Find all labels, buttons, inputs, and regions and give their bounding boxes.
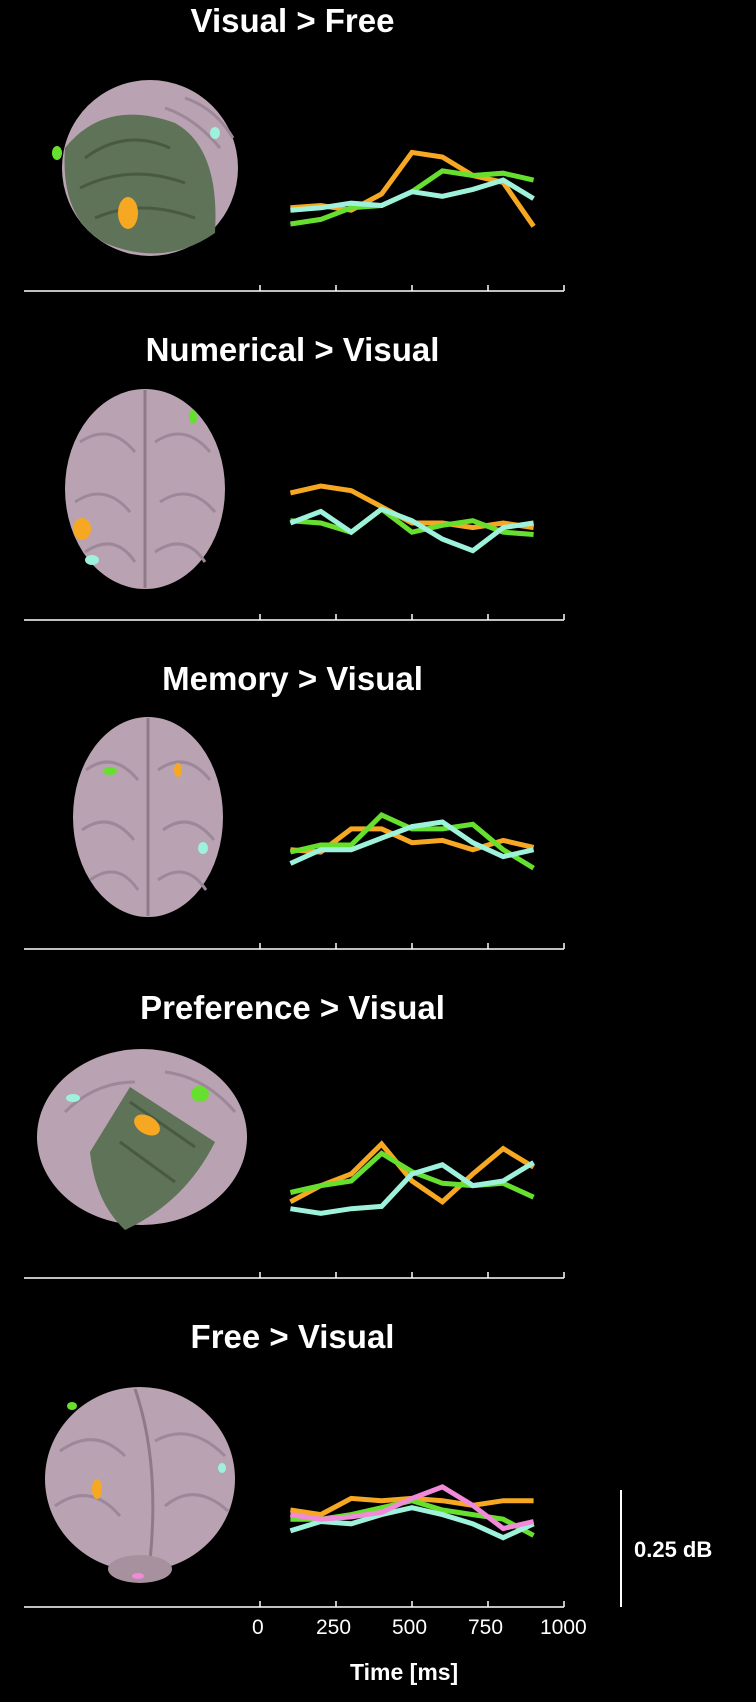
panel-numerical-visual: Numerical > Visual [0, 329, 756, 658]
brain-render [65, 389, 225, 589]
brain-render [37, 1049, 247, 1230]
panel-title: Preference > Visual [140, 989, 445, 1026]
brain-render [45, 1387, 235, 1583]
series-line-cyan [289, 819, 535, 866]
panel-preference-visual: Preference > Visual [0, 987, 756, 1316]
x-axis-label: Time [ms] [350, 1659, 459, 1685]
panel-title: Free > Visual [190, 1318, 395, 1355]
x-tick-label: 1000 [540, 1616, 587, 1639]
series-line-cyan [290, 177, 535, 213]
panel-visual-free: Visual > Free [0, 0, 756, 329]
panel-title: Memory > Visual [162, 660, 423, 697]
x-tick-label: 250 [316, 1616, 352, 1639]
series-line-green [290, 505, 534, 537]
chart-5 [24, 1484, 565, 1608]
brain-render [73, 717, 223, 917]
chart-1 [24, 149, 565, 292]
panel-title: Numerical > Visual [145, 331, 440, 368]
x-tick-label: 0 [252, 1616, 264, 1639]
panel-title: Visual > Free [190, 2, 395, 39]
chart-3 [24, 812, 565, 950]
scale-bar-label: 0.25 dB [634, 1537, 713, 1562]
series-line-cyan [289, 1505, 535, 1541]
series-line-cyan [290, 1160, 535, 1216]
x-tick-label: 750 [468, 1616, 504, 1639]
panel-free-visual: Free > Visual [0, 1316, 756, 1645]
chart-4 [24, 1140, 565, 1279]
scale-bar [620, 1490, 622, 1607]
series-line-cyan [289, 506, 534, 554]
brain-render [52, 80, 238, 256]
chart-2 [24, 483, 565, 621]
x-tick-label: 500 [392, 1616, 428, 1639]
series-line-pink [290, 1484, 535, 1532]
panel-memory-visual: Memory > Visual [0, 658, 756, 987]
